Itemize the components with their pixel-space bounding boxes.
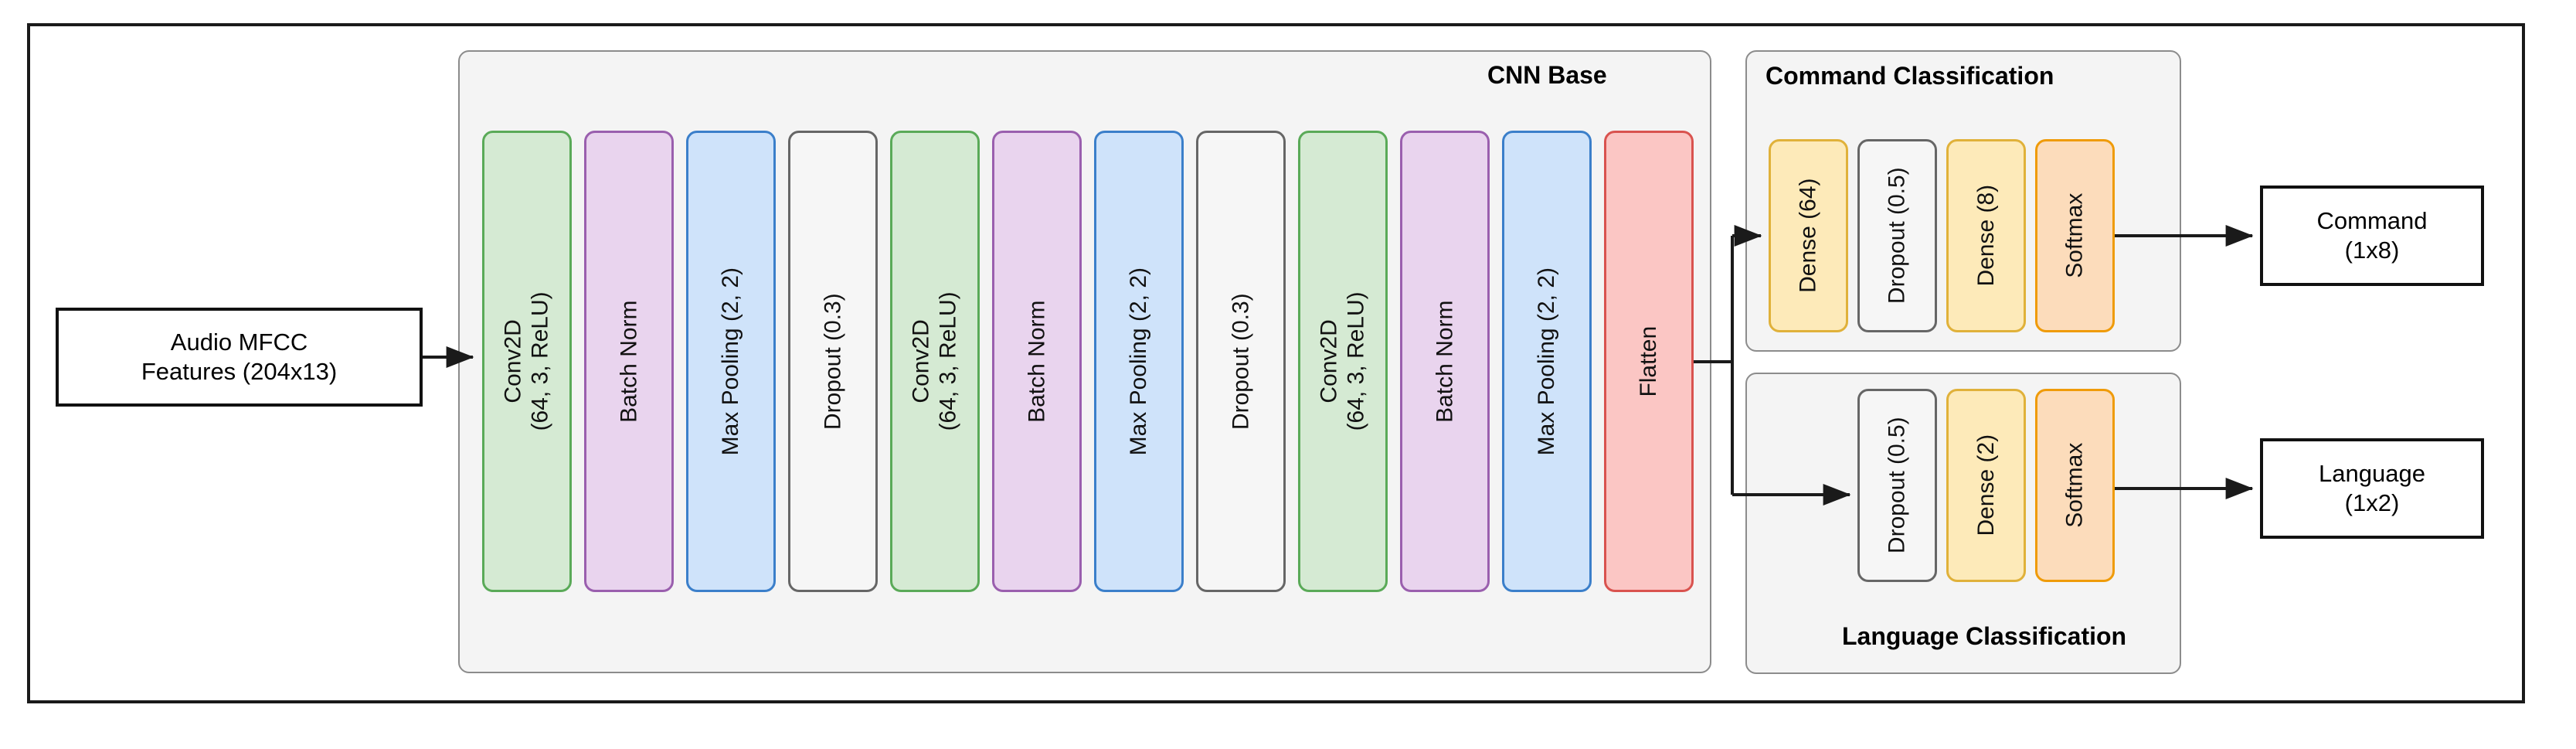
output-label-line1: Command — [2316, 207, 2428, 235]
cnn-layer-maxpool-2: Max Pooling (2, 2) — [1094, 131, 1184, 592]
cnn-base-group-title: CNN Base — [1487, 61, 1607, 89]
language-classification-group-title: Language Classification — [1842, 622, 2127, 650]
layer-label-line1: Conv2D — [500, 319, 526, 403]
layer-label-line1: Batch Norm — [616, 300, 642, 423]
layer-label-line2: (64, 3, ReLU) — [936, 291, 962, 431]
language-layer-dense-2: Dense (2) — [1946, 389, 2026, 582]
cnn-layer-dropout-2: Dropout (0.3) — [1196, 131, 1286, 592]
cnn-layer-conv2d-2: Conv2D (64, 3, ReLU) — [890, 131, 980, 592]
command-layer-dense-8: Dense (8) — [1946, 139, 2026, 332]
layer-label-line2: (64, 3, ReLU) — [528, 291, 554, 431]
layer-label-line1: Batch Norm — [1024, 300, 1050, 423]
command-classification-group-title: Command Classification — [1765, 62, 2054, 90]
language-layer-dropout-05: Dropout (0.5) — [1857, 389, 1937, 582]
command-layer-dense-64: Dense (64) — [1769, 139, 1848, 332]
layer-label-line1: Dropout (0.3) — [1228, 293, 1254, 430]
layer-label-line1: Dropout (0.3) — [820, 293, 846, 430]
layer-label-line1: Max Pooling (2, 2) — [718, 267, 744, 456]
cnn-layer-dropout-1: Dropout (0.3) — [788, 131, 878, 592]
cnn-layer-batchnorm-2: Batch Norm — [992, 131, 1082, 592]
language-layer-softmax: Softmax — [2035, 389, 2115, 582]
cnn-layer-batchnorm-1: Batch Norm — [584, 131, 674, 592]
output-label-line1: Language — [2319, 460, 2425, 488]
layer-label-line1: Batch Norm — [1432, 300, 1458, 423]
layer-label-line1: Softmax — [2061, 442, 2088, 529]
input-label-line2: Features (204x13) — [141, 358, 338, 385]
cnn-layer-maxpool-3: Max Pooling (2, 2) — [1502, 131, 1592, 592]
command-output-node: Command (1x8) — [2260, 186, 2484, 286]
layer-label-line1: Dropout (0.5) — [1884, 167, 1910, 305]
layer-label-line1: Dense (2) — [1973, 434, 1999, 536]
layer-label-line1: Max Pooling (2, 2) — [1534, 267, 1560, 456]
layer-label-line1: Dense (8) — [1973, 185, 1999, 287]
cnn-layer-batchnorm-3: Batch Norm — [1400, 131, 1490, 592]
output-label-line2: (1x2) — [2344, 489, 2400, 516]
input-label-line1: Audio MFCC — [170, 329, 308, 356]
layer-label-line1: Softmax — [2061, 192, 2088, 279]
layer-label-line1: Conv2D — [1316, 319, 1342, 403]
cnn-layer-conv2d-1: Conv2D (64, 3, ReLU) — [482, 131, 572, 592]
layer-label-line1: Flatten — [1636, 325, 1662, 397]
cnn-layer-flatten: Flatten — [1604, 131, 1694, 592]
layer-label-line2: (64, 3, ReLU) — [1344, 291, 1370, 431]
layer-label-line1: Max Pooling (2, 2) — [1126, 267, 1152, 456]
layer-label-line1: Dense (64) — [1795, 178, 1821, 294]
cnn-layer-conv2d-3: Conv2D (64, 3, ReLU) — [1298, 131, 1388, 592]
layer-label-line1: Conv2D — [908, 319, 934, 403]
output-label-line2: (1x8) — [2344, 237, 2400, 264]
audio-mfcc-input-node: Audio MFCC Features (204x13) — [56, 308, 423, 407]
cnn-layer-maxpool-1: Max Pooling (2, 2) — [686, 131, 776, 592]
command-layer-softmax: Softmax — [2035, 139, 2115, 332]
language-output-node: Language (1x2) — [2260, 438, 2484, 539]
command-layer-dropout-05: Dropout (0.5) — [1857, 139, 1937, 332]
layer-label-line1: Dropout (0.5) — [1884, 417, 1910, 554]
